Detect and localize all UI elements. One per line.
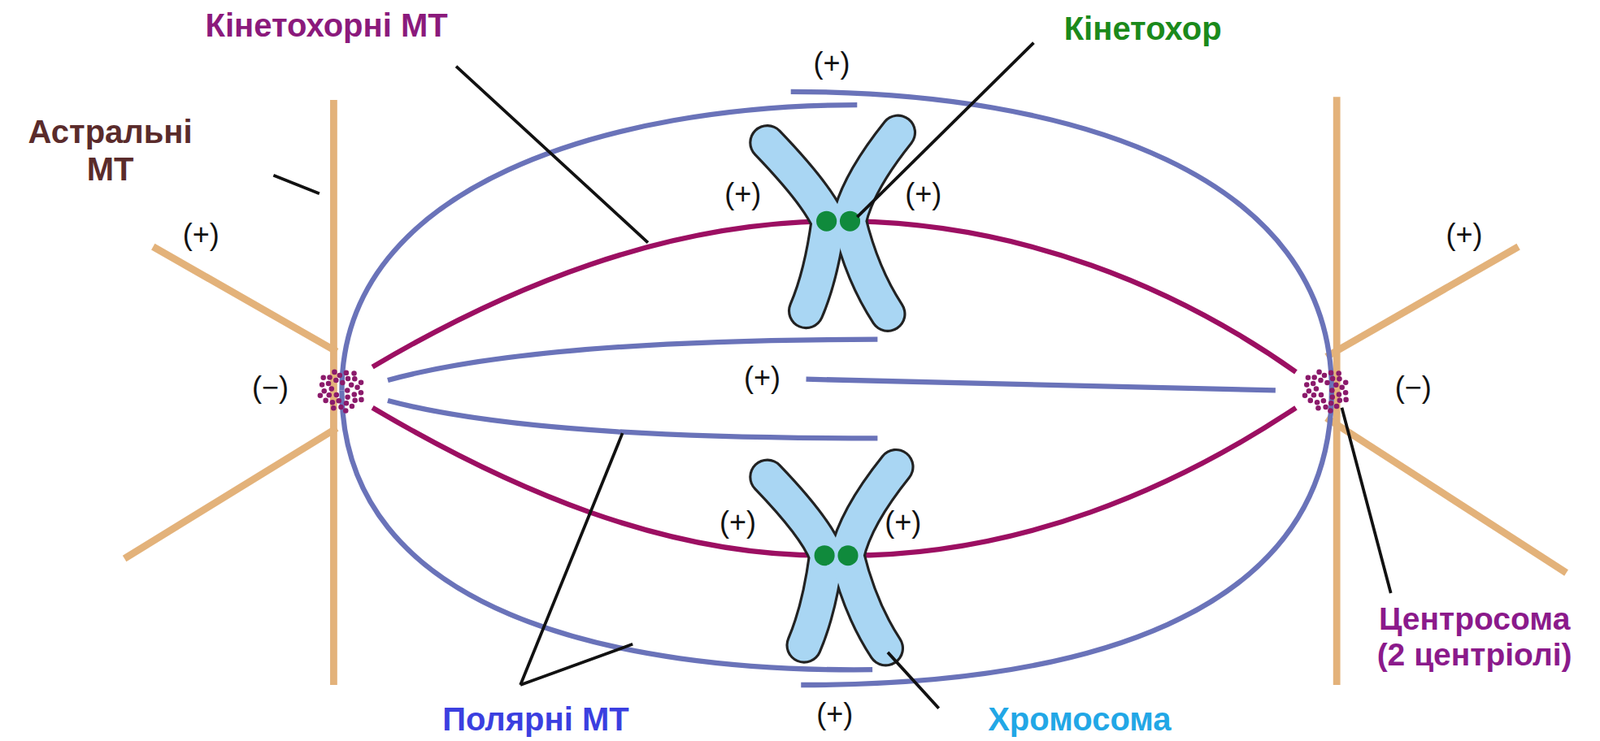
part-label: Центросома (2 центріолі) (1366, 601, 1583, 675)
polar-microtubules (341, 91, 1331, 686)
leader-lines (273, 43, 1391, 709)
polarity-sign: (+) (813, 46, 850, 80)
kinetochore-dots (814, 211, 861, 567)
polarity-sign: (+) (884, 505, 922, 540)
polarity-sign: (+) (816, 697, 853, 731)
polarity-sign: (+) (904, 177, 942, 211)
part-label: Полярні МТ (442, 700, 630, 739)
part-label: Астральні МТ (17, 113, 205, 188)
astral-microtubules (124, 96, 1566, 686)
polarity-sign: (+) (743, 360, 781, 395)
polarity-sign: (−) (252, 370, 289, 405)
polarity-sign: (+) (719, 505, 757, 540)
part-label: Кінетохорні МТ (205, 6, 448, 44)
part-label: Кінетохор (1064, 9, 1222, 48)
polarity-sign: (−) (1395, 370, 1432, 405)
polarity-sign: (+) (182, 217, 220, 252)
polarity-sign: (+) (724, 177, 761, 211)
centrosome-dots (317, 369, 1349, 414)
polarity-sign: (+) (1446, 217, 1483, 252)
chromosome (767, 132, 899, 649)
part-label: Хромосома (987, 700, 1171, 739)
